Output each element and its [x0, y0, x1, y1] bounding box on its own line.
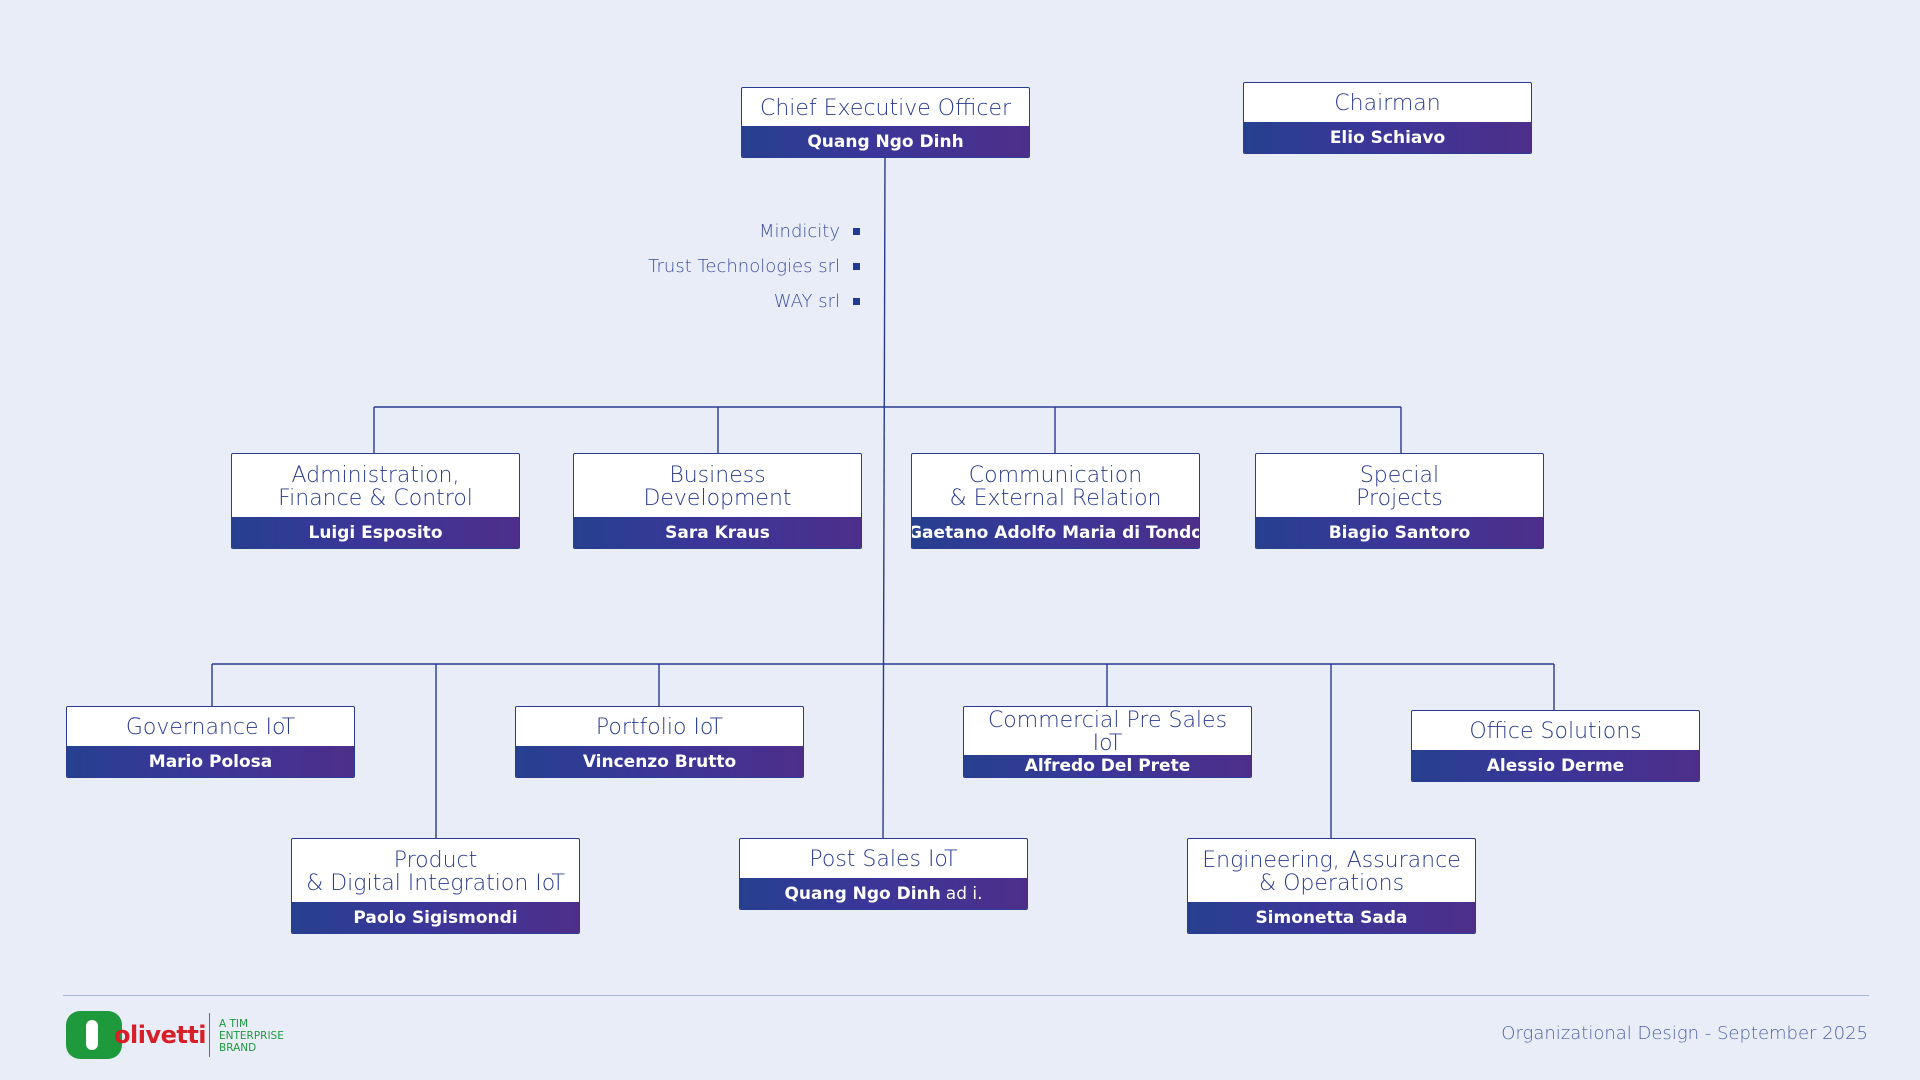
logo-separator	[209, 1013, 210, 1057]
staff-role: Business Development	[643, 462, 792, 511]
unit-role: Portfolio IoT	[595, 715, 724, 740]
unit-role: Governance IoT	[125, 715, 296, 740]
footer-divider	[63, 995, 1869, 996]
subsidiary-label: Trust Technologies srl	[648, 255, 840, 277]
unit-name: Vincenzo Brutto	[516, 746, 803, 777]
staff-role: Special Projects	[1356, 462, 1443, 511]
bullet-icon	[853, 262, 860, 270]
chairman-role: Chairman	[1334, 91, 1441, 116]
subsidiary-item: Mindicity	[759, 218, 860, 244]
ceo-name: Quang Ngo Dinh	[742, 126, 1029, 157]
subsidiary-item: Trust Technologies srl	[648, 253, 860, 279]
staff-box-special-projects: Special Projects Biagio Santoro	[1255, 453, 1544, 549]
unit-box-commercial-pre-sales: Commercial Pre Sales IoT Alfredo Del Pre…	[963, 706, 1252, 778]
unit-box-portfolio-iot: Portfolio IoT Vincenzo Brutto	[515, 706, 804, 778]
unit-name: Paolo Sigismondi	[292, 902, 579, 933]
unit-box-product-digital-integration: Product & Digital Integration IoT Paolo …	[291, 838, 580, 934]
staff-role: Administration, Finance & Control	[278, 462, 473, 511]
staff-name: Sara Kraus	[574, 517, 861, 548]
staff-box-business-development: Business Development Sara Kraus	[573, 453, 862, 549]
chairman-box: Chairman Elio Schiavo	[1243, 82, 1532, 154]
unit-role: Office Solutions	[1469, 719, 1642, 744]
ceo-role: Chief Executive Officer	[759, 95, 1012, 121]
chairman-name: Elio Schiavo	[1244, 122, 1531, 153]
subsidiary-label: WAY srl	[773, 290, 840, 312]
staff-name: Gaetano Adolfo Maria di Tondo	[912, 517, 1199, 548]
unit-role: Product & Digital Integration IoT	[306, 847, 565, 896]
logo-wordmark: olivetti	[114, 1021, 207, 1049]
staff-name: Biagio Santoro	[1256, 517, 1543, 548]
unit-name: Mario Polosa	[67, 746, 354, 777]
footer-caption: Organizational Design - September 2025	[1501, 1023, 1868, 1044]
unit-role: Post Sales IoT	[809, 847, 958, 872]
staff-role: Communication & External Relation	[949, 462, 1162, 511]
ceo-trunk	[882, 157, 886, 839]
subsidiary-label: Mindicity	[759, 220, 840, 242]
subsidiary-item: WAY srl	[774, 288, 860, 314]
staff-name: Luigi Esposito	[232, 517, 519, 548]
unit-box-engineering-assurance: Engineering, Assurance & Operations Simo…	[1187, 838, 1476, 934]
unit-name: Alfredo Del Prete	[964, 755, 1251, 777]
bullet-icon	[853, 227, 860, 235]
unit-role: Commercial Pre Sales IoT	[987, 708, 1228, 756]
unit-box-office-solutions: Office Solutions Alessio Derme	[1411, 710, 1700, 782]
bullet-icon	[853, 297, 860, 305]
interim-suffix: ad i.	[945, 883, 983, 904]
unit-box-governance-iot: Governance IoT Mario Polosa	[66, 706, 355, 778]
unit-role: Engineering, Assurance & Operations	[1202, 847, 1461, 896]
logo-tagline: A TIM ENTERPRISE BRAND	[219, 1018, 284, 1054]
staff-box-communication: Communication & External Relation Gaetan…	[911, 453, 1200, 549]
ceo-box: Chief Executive Officer Quang Ngo Dinh	[741, 87, 1030, 158]
staff-box-admin-finance: Administration, Finance & Control Luigi …	[231, 453, 520, 549]
olivetti-logo: olivetti A TIM ENTERPRISE BRAND	[66, 1011, 296, 1059]
unit-name: Simonetta Sada	[1188, 902, 1475, 933]
logo-o-icon	[66, 1011, 122, 1059]
unit-name: Alessio Derme	[1412, 750, 1699, 781]
